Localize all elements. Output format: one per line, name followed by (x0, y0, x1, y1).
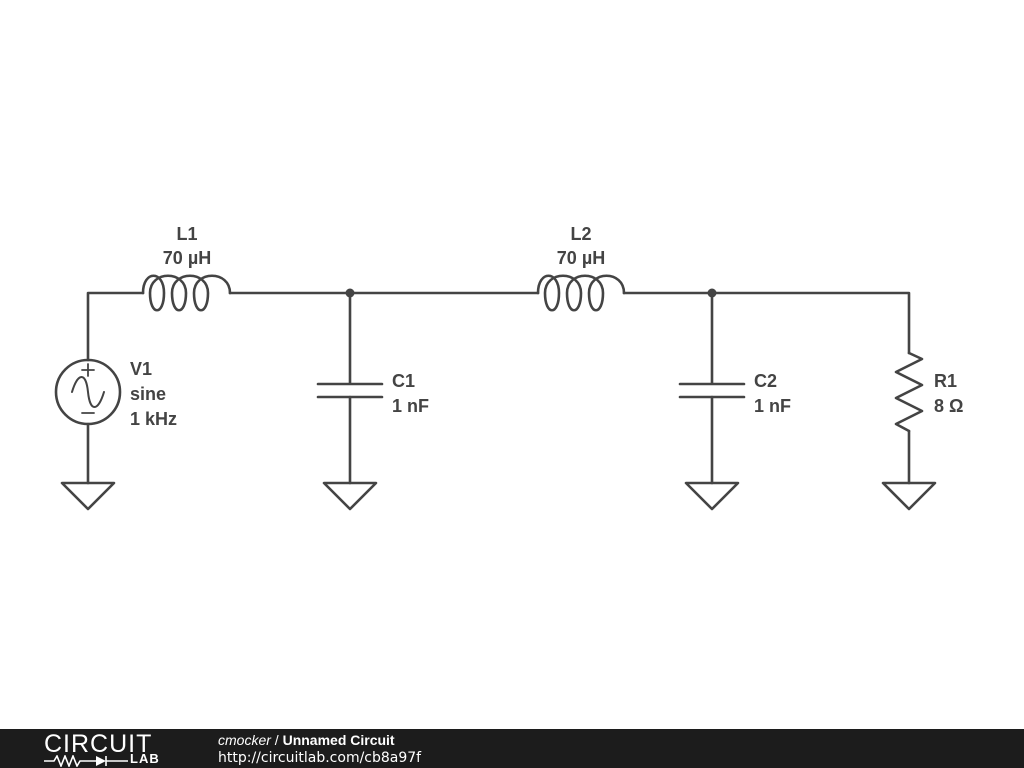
wires (86, 291, 911, 485)
sine-voltage-source-v1 (54, 358, 122, 426)
c1-name-label: C1 (392, 371, 415, 391)
v1-value-label: 1 kHz (130, 409, 177, 429)
l1-name-label: L1 (176, 224, 197, 244)
ground-symbol-r1 (881, 481, 937, 511)
c2-name-label: C2 (754, 371, 777, 391)
author-name[interactable]: cmocker (218, 732, 271, 748)
r1-value-label: 8 Ω (934, 396, 963, 416)
circuit-title[interactable]: Unnamed Circuit (282, 732, 395, 748)
wire-v1-to-l1 (86, 291, 145, 362)
junction-node-c1 (345, 288, 355, 298)
v1-type-label: sine (130, 384, 166, 404)
footer-bar: CIRCUIT LAB cmocker / Unnamed Circuit ht… (0, 729, 1024, 768)
junction-node-c2 (707, 288, 717, 298)
resistor-diode-logo-icon (44, 755, 128, 767)
l2-name-label: L2 (570, 224, 591, 244)
byline-separator: / (270, 732, 283, 748)
ground-symbol-v1 (60, 481, 116, 511)
circuitlab-logo-text[interactable]: CIRCUIT (44, 730, 153, 758)
ground-symbol-c2 (684, 481, 740, 511)
capacitor-c1 (316, 382, 384, 399)
c1-value-label: 1 nF (392, 396, 429, 416)
circuitlab-logo-subtext: LAB (130, 751, 160, 766)
l2-value-label: 70 µH (557, 248, 605, 268)
l1-value-label: 70 µH (163, 248, 211, 268)
circuit-schematic: L1 70 µH L2 70 µH V1 sine 1 kHz C1 1 nF … (54, 224, 963, 511)
capacitor-c2 (678, 382, 746, 399)
wire-l2-to-r1 (622, 291, 911, 355)
r1-name-label: R1 (934, 371, 957, 391)
inductor-l1 (141, 274, 232, 312)
circuit-byline: cmocker / Unnamed Circuit (218, 731, 395, 749)
inductor-l2 (536, 274, 626, 312)
circuit-url-link[interactable]: http://circuitlab.com/cb8a97f (218, 750, 422, 766)
resistor-r1 (894, 351, 924, 433)
c2-value-label: 1 nF (754, 396, 791, 416)
ground-symbol-c1 (322, 481, 378, 511)
v1-name-label: V1 (130, 359, 152, 379)
